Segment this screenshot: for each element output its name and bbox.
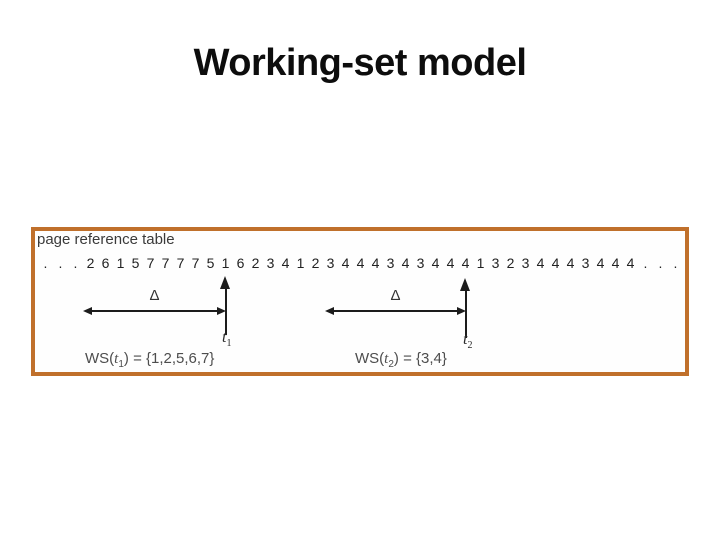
delta-range-arrow-2: [325, 307, 466, 315]
sequence-token: 1: [476, 255, 485, 271]
sequence-token: 3: [491, 255, 500, 271]
arrowhead-left-icon: [325, 307, 334, 315]
page-reference-table-label: page reference table: [37, 231, 175, 248]
arrow-line: [332, 310, 459, 312]
ws2-label: WS(t2) = {3,4}: [355, 350, 447, 370]
ws1-label: WS(t1) = {1,2,5,6,7}: [85, 350, 214, 370]
ws2-t-symbol: t: [384, 351, 389, 367]
time-pointer-arrow-2: [460, 278, 471, 338]
sequence-token: .: [58, 255, 63, 271]
arrowhead-left-icon: [83, 307, 92, 315]
delta-label-1: Δ: [149, 287, 160, 304]
sequence-token: 6: [236, 255, 245, 271]
sequence-token: 2: [251, 255, 260, 271]
t2-label: t2: [463, 331, 472, 351]
ws1-set-value: ) = {1,2,5,6,7}: [123, 350, 215, 367]
sequence-token: 4: [611, 255, 620, 271]
sequence-token: 7: [146, 255, 155, 271]
sequence-token: 7: [191, 255, 200, 271]
ws1-subscript: 1: [118, 359, 124, 370]
sequence-token: 2: [86, 255, 95, 271]
arrowhead-up-icon: [220, 276, 230, 289]
arrow-line: [464, 287, 467, 338]
arrowhead-right-icon: [457, 307, 466, 315]
sequence-token: 4: [446, 255, 455, 271]
t2-symbol: t: [463, 331, 468, 348]
sequence-token: 4: [566, 255, 575, 271]
ws2-subscript: 2: [388, 359, 394, 370]
sequence-token: 3: [416, 255, 425, 271]
sequence-token: 1: [221, 255, 230, 271]
ws1-t-symbol: t: [114, 351, 119, 367]
delta-label-2: Δ: [390, 287, 401, 304]
slide-title: Working-set model: [193, 42, 527, 84]
sequence-token: 4: [536, 255, 545, 271]
sequence-token: 5: [206, 255, 215, 271]
sequence-token: 6: [101, 255, 110, 271]
sequence-token: 4: [356, 255, 365, 271]
delta-range-arrow-1: [83, 307, 226, 315]
sequence-token: 7: [176, 255, 185, 271]
time-pointer-arrow-1: [220, 276, 231, 335]
sequence-token: .: [643, 255, 648, 271]
sequence-token: 3: [326, 255, 335, 271]
sequence-token: .: [658, 255, 663, 271]
sequence-token: 4: [431, 255, 440, 271]
t1-subscript: 1: [226, 338, 232, 350]
sequence-token: 4: [551, 255, 560, 271]
sequence-token: .: [73, 255, 78, 271]
sequence-token: 4: [341, 255, 350, 271]
ws1-prefix: WS(: [85, 350, 115, 367]
sequence-token: 2: [506, 255, 515, 271]
sequence-token: .: [673, 255, 678, 271]
sequence-token: 4: [461, 255, 470, 271]
sequence-token: 7: [161, 255, 170, 271]
sequence-token: 4: [626, 255, 635, 271]
sequence-token: 3: [266, 255, 275, 271]
sequence-token: 5: [131, 255, 140, 271]
sequence-token: 1: [116, 255, 125, 271]
t1-symbol: t: [222, 329, 227, 346]
sequence-token: 4: [371, 255, 380, 271]
sequence-token: 4: [596, 255, 605, 271]
arrowhead-up-icon: [460, 278, 470, 291]
t1-label: t1: [222, 329, 231, 349]
sequence-token: 4: [401, 255, 410, 271]
sequence-token: 3: [521, 255, 530, 271]
arrow-line: [90, 310, 219, 312]
sequence-token: 4: [281, 255, 290, 271]
sequence-token: 1: [296, 255, 305, 271]
sequence-token: 3: [581, 255, 590, 271]
ws2-prefix: WS(: [355, 350, 385, 367]
arrow-line: [224, 285, 227, 335]
sequence-token: .: [43, 255, 48, 271]
t2-subscript: 2: [467, 340, 473, 352]
arrowhead-right-icon: [217, 307, 226, 315]
sequence-token: 2: [311, 255, 320, 271]
ws2-set-value: ) = {3,4}: [393, 350, 447, 367]
sequence-token: 3: [386, 255, 395, 271]
